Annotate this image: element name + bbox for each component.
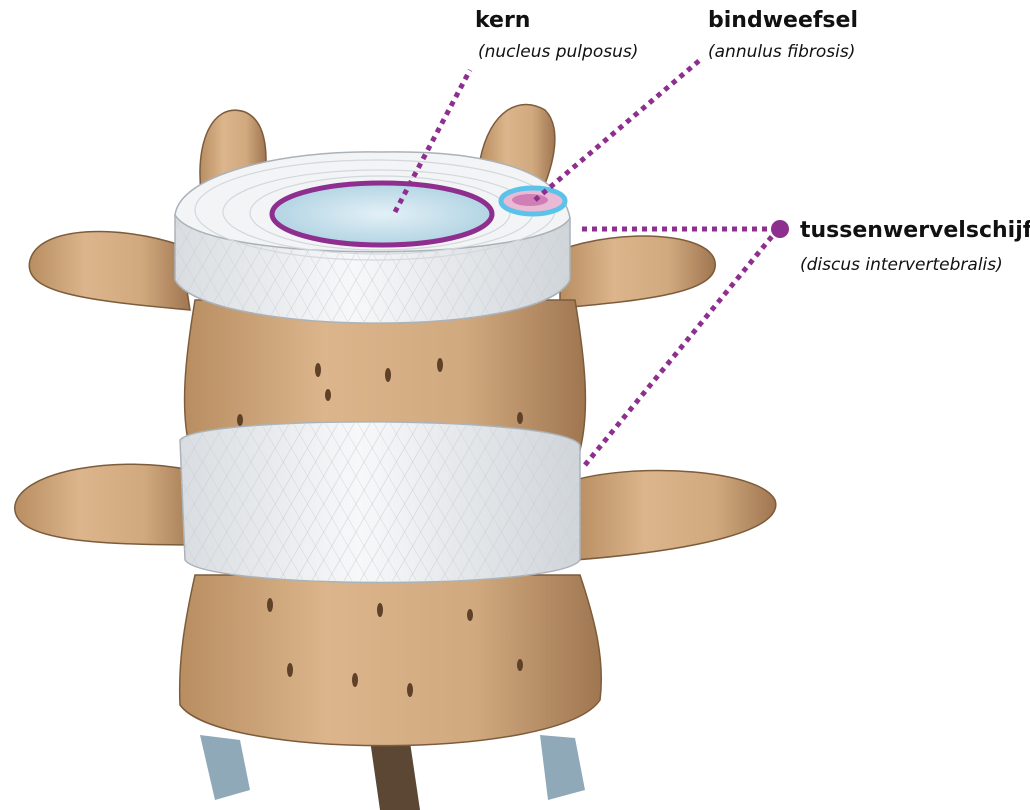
- lower-vertebral-body: [180, 575, 602, 746]
- nucleus-pulposus: [272, 183, 492, 245]
- annulus-fibrosus-highlight: [501, 188, 565, 214]
- bindweefsel-title: bindweefsel: [708, 8, 858, 33]
- tussenwervelschijf-title: tussenwervelschijf: [800, 218, 1030, 243]
- kern-subtitle: (nucleus pulposus): [478, 42, 638, 62]
- tussenwervelschijf-subtitle: (discus intervertebralis): [800, 255, 1003, 275]
- kern-title: kern: [475, 8, 530, 33]
- lower-intervertebral-disc: [180, 422, 580, 583]
- bindweefsel-pointer: [535, 60, 700, 200]
- bindweefsel-subtitle: (annulus fibrosis): [708, 42, 855, 62]
- endpoint-dot-icon: [771, 220, 789, 238]
